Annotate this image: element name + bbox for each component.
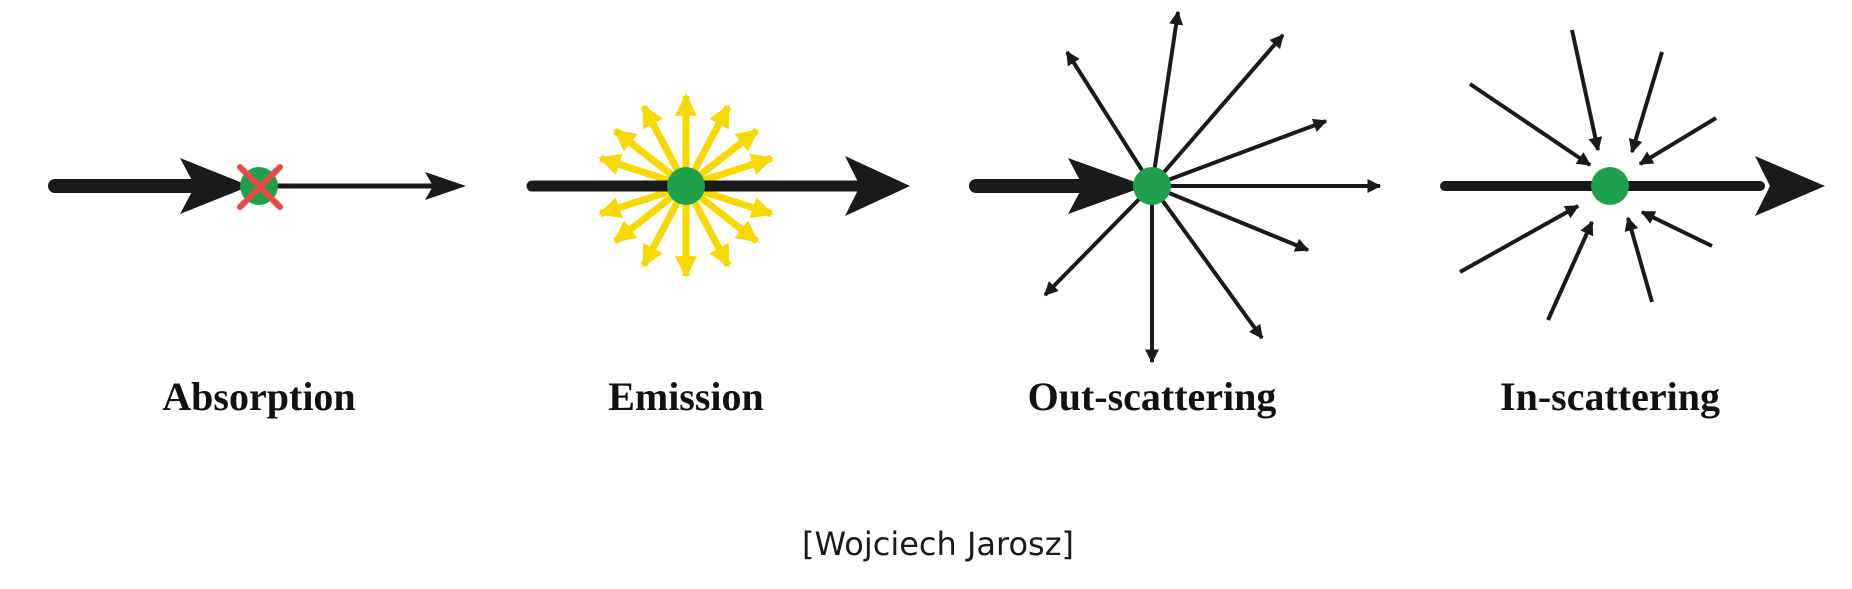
out-scattered-ray-0 <box>1150 10 1184 187</box>
out-scattering-incoming-arrowhead <box>1068 158 1146 214</box>
receiver-dot <box>1591 167 1629 205</box>
in-scattered-ray-5 <box>1624 216 1654 303</box>
in-scattered-ray-2 <box>1628 51 1664 154</box>
panel-label-absorption: Absorption <box>162 374 355 419</box>
in-scattered-ray-7 <box>1459 204 1580 274</box>
panel-label-out-scattering: Out-scattering <box>1028 374 1277 419</box>
in-scattered-ray-1 <box>1570 29 1603 152</box>
out-scattered-ray-1 <box>1150 33 1285 188</box>
in-scattering-panel: In-scattering <box>1440 29 1825 419</box>
panel-label-emission: Emission <box>608 374 764 419</box>
emitter-dot <box>667 167 705 205</box>
absorption-cross-icon <box>237 164 283 210</box>
emission-panel: Emission <box>526 93 910 419</box>
panel-label-in-scattering: In-scattering <box>1500 374 1720 419</box>
in-scattered-rays <box>1459 29 1718 321</box>
out-scattered-ray-2 <box>1151 118 1328 188</box>
in-scattered-ray-6 <box>1546 220 1594 321</box>
figure-credit: [Wojciech Jarosz] <box>802 525 1074 563</box>
in-scattered-ray-4 <box>1640 210 1713 248</box>
outgoing-beam-arrowhead <box>425 172 466 200</box>
in-scattered-ray-0 <box>1468 82 1592 167</box>
out-scattered-ray-6 <box>1043 184 1154 297</box>
in-scattering-beam-arrowhead <box>1755 156 1825 216</box>
out-scattered-ray-4 <box>1150 184 1264 340</box>
out-scattered-ray-7 <box>1065 50 1154 188</box>
emission-beam-arrowhead <box>845 156 910 216</box>
in-scattered-ray-3 <box>1638 116 1718 166</box>
out-scattered-ray-3 <box>1151 184 1310 252</box>
scatterer-dot <box>1133 167 1171 205</box>
incoming-beam-arrowhead <box>180 158 250 214</box>
out-scattering-panel: Out-scattering <box>969 10 1382 419</box>
absorption-panel: Absorption <box>48 158 466 419</box>
out-scattered-rays <box>1043 10 1328 364</box>
